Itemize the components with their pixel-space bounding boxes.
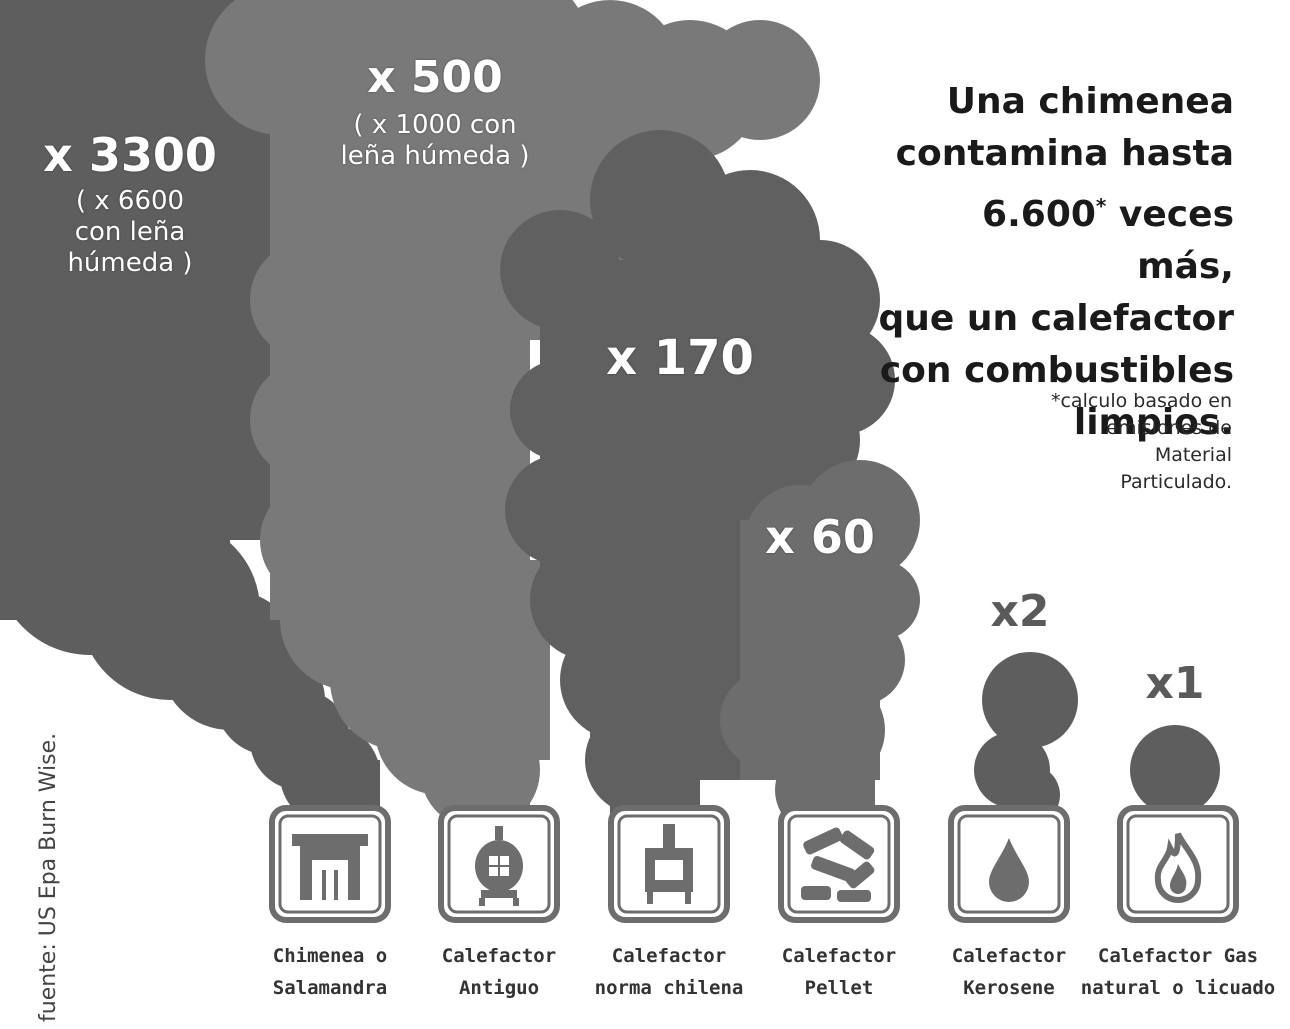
factor-gas: x1: [1145, 658, 1205, 709]
headline-line5: con combustibles: [879, 350, 1234, 391]
old-stove-icon: [438, 805, 560, 923]
source-credit: fuente: US Epa Burn Wise.: [36, 732, 61, 1022]
pellet-icon: [778, 805, 900, 923]
factor-note-chimenea: ( x 6600 con leña húmeda ): [67, 186, 193, 279]
factor-norma-chilena: x 170: [606, 330, 754, 386]
fireplace-icon: [269, 805, 391, 923]
headline-line1: Una chimenea: [946, 81, 1234, 122]
factor-antiguo: x 500: [367, 52, 503, 103]
headline-line4: que un calefactor: [878, 298, 1234, 339]
drop-icon: [948, 805, 1070, 923]
factor-pellet: x 60: [765, 510, 875, 564]
factor-note-antiguo: ( x 1000 con leña húmeda ): [340, 110, 530, 172]
flame-icon: [1117, 805, 1239, 923]
smoke-cloud-gas: [1130, 725, 1220, 815]
smoke-cloud-kerosene: [974, 652, 1078, 825]
headline: Una chimenea contamina hasta 6.600* vece…: [874, 76, 1234, 449]
wood-stove-icon: [608, 805, 730, 923]
factor-kerosene: x2: [990, 586, 1050, 637]
factor-chimenea: x 3300: [43, 128, 217, 182]
headline-line6: limpios.: [1073, 402, 1234, 443]
headline-line3: 6.600* veces más,: [982, 194, 1234, 287]
headline-line2: contamina hasta: [895, 133, 1234, 174]
smoke-cloud-norma-chilena: [500, 130, 895, 820]
footnote: *calculo basado en emisiones de Material…: [1050, 390, 1232, 493]
